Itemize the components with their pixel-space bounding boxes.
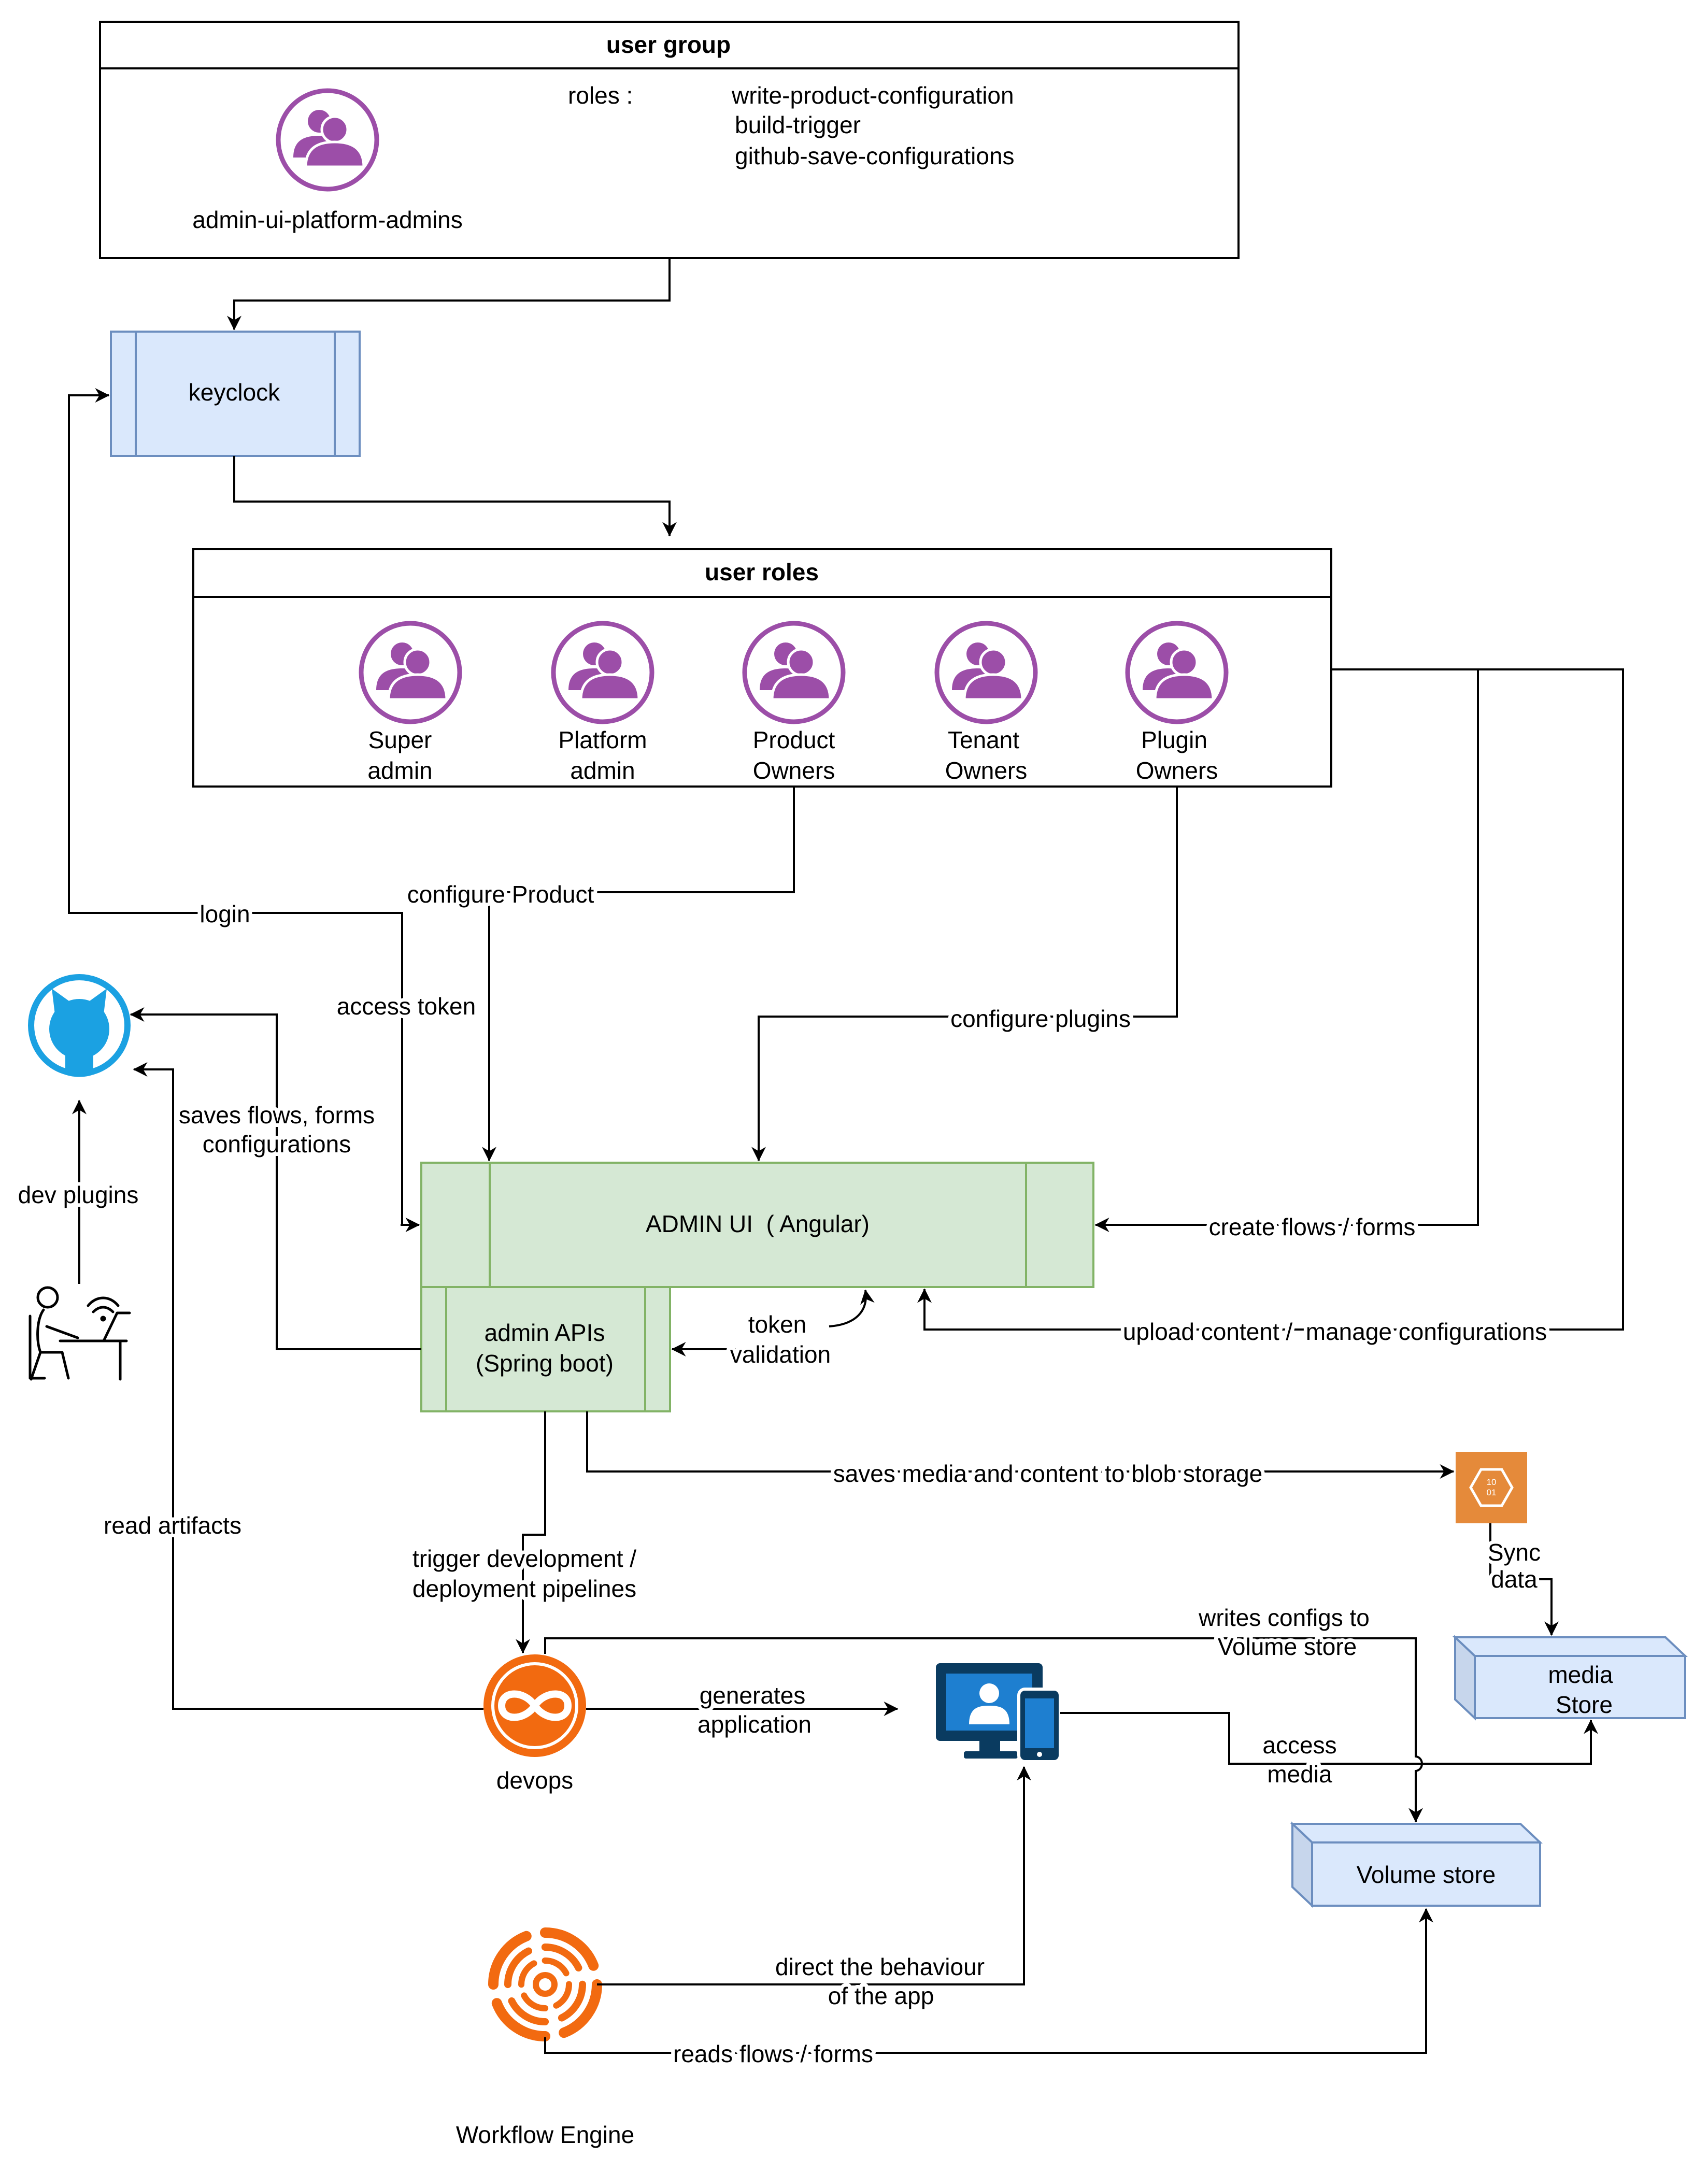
upload-content-label: upload content / manage configurations: [1123, 1318, 1547, 1345]
role-tenant-owners[interactable]: Tenant Owners: [937, 623, 1035, 784]
access-media-label-line2: media: [1267, 1761, 1332, 1788]
saves-media-label: saves media and content to blob storage: [833, 1460, 1263, 1487]
product-owners-icon: [745, 623, 843, 722]
edge-access-media: [1060, 1712, 1598, 1765]
media-store-node[interactable]: media Store: [1452, 1635, 1688, 1721]
edge-saves-flows-to-github: [130, 1007, 421, 1350]
product-owners-label-line1: Product: [753, 726, 835, 753]
super-admin-icon: [361, 623, 460, 722]
trigger-pipelines-label-line2: deployment pipelines: [412, 1575, 636, 1602]
role-super-admin[interactable]: Super admin: [361, 623, 460, 784]
role-plugin-owners[interactable]: Plugin Owners: [1128, 623, 1226, 784]
direct-behaviour-label-line2: of the app: [828, 1982, 934, 2009]
user-group-member-label: admin-ui-platform-admins: [192, 206, 463, 233]
edge-writes-configs: [544, 1637, 1423, 1823]
generates-application-label-line2: application: [698, 1711, 812, 1738]
roles-label: roles :: [568, 82, 633, 109]
platform-admin-label-line2: admin: [570, 757, 635, 784]
role-write-product-configuration: write-product-configuration: [731, 82, 1014, 109]
edge-keycloak-to-user-roles: [233, 456, 677, 537]
svg-text:10: 10: [1487, 1477, 1497, 1487]
user-group-icon: [278, 91, 377, 189]
platform-admin-icon: [553, 623, 652, 722]
workflow-engine-label: Workflow Engine: [456, 2121, 634, 2148]
trigger-pipelines-label-line1: trigger development /: [412, 1545, 636, 1572]
reads-flows-label: reads flows / forms: [673, 2040, 873, 2067]
writes-configs-label-line2: Volume store: [1218, 1633, 1357, 1660]
role-platform-admin[interactable]: Platform admin: [553, 623, 652, 784]
token-validation-label-line2: validation: [730, 1341, 831, 1368]
edge-read-artifacts: [133, 1062, 483, 1710]
edge-reads-flows-forms: [544, 1908, 1433, 2054]
create-flows-label: create flows / forms: [1209, 1213, 1416, 1240]
edge-trigger-pipelines: [516, 1411, 546, 1654]
admin-apis-node[interactable]: admin APIs (Spring boot): [420, 1286, 671, 1412]
sync-data-label-line2: data: [1491, 1566, 1538, 1593]
user-group-title: user group: [606, 31, 731, 58]
edge-upload-content: [917, 668, 1624, 1331]
platform-admin-label-line1: Platform: [558, 726, 647, 753]
admin-ui-node[interactable]: ADMIN UI ( Angular): [420, 1162, 1094, 1288]
edge-create-flows-forms: [1094, 668, 1479, 1232]
volume-store-label: Volume store: [1357, 1861, 1496, 1888]
generates-application-label-line1: generates: [700, 1682, 806, 1709]
configure-product-label: configure Product: [407, 881, 594, 908]
edge-login: [68, 388, 403, 1226]
super-admin-label-line1: Super: [368, 726, 432, 753]
edge-token-validation-up: [829, 1289, 875, 1327]
blob-storage-icon: 10 01: [1456, 1452, 1527, 1523]
admin-apis-label-line1: admin APIs: [485, 1319, 605, 1346]
edge-configure-plugins: [751, 787, 1178, 1162]
media-store-label-line2: Store: [1556, 1691, 1613, 1718]
svg-text:01: 01: [1487, 1488, 1497, 1497]
tenant-owners-label-line2: Owners: [945, 757, 1027, 784]
plugin-owners-icon: [1128, 623, 1226, 722]
user-group-container: user group admin-ui-platform-admins role…: [99, 21, 1240, 259]
plugin-owners-label-line1: Plugin: [1141, 726, 1207, 753]
tenant-owners-label-line1: Tenant: [948, 726, 1019, 753]
devops-label: devops: [496, 1767, 573, 1794]
read-artifacts-label: read artifacts: [104, 1512, 241, 1539]
edge-configure-product: [482, 787, 795, 1162]
edge-sync-data: [1489, 1523, 1559, 1636]
connectors: [68, 258, 1624, 2054]
devops-node[interactable]: devops: [483, 1654, 586, 1794]
keycloak-label: keyclock: [189, 379, 280, 406]
workflow-engine-icon: [488, 1927, 602, 2041]
edge-user-group-to-keycloak: [227, 258, 671, 331]
access-media-label-line1: access: [1262, 1732, 1336, 1759]
admin-ui-label: ADMIN UI ( Angular): [646, 1210, 870, 1237]
super-admin-label-line2: admin: [367, 757, 432, 784]
product-owners-label-line2: Owners: [753, 757, 835, 784]
role-build-trigger: build-trigger: [735, 111, 861, 138]
role-github-save-configurations: github-save-configurations: [735, 142, 1015, 169]
developer-at-desk-icon: [29, 1286, 131, 1381]
media-store-label-line1: media: [1548, 1661, 1613, 1688]
direct-behaviour-label-line1: direct the behaviour: [775, 1953, 985, 1980]
configure-plugins-label: configure plugins: [950, 1005, 1131, 1032]
edge-saves-media-to-blob: [586, 1411, 1455, 1479]
login-label: login: [200, 901, 250, 927]
role-product-owners[interactable]: Product Owners: [745, 623, 843, 784]
saves-flows-label-line2: configurations: [203, 1131, 351, 1158]
volume-store-node[interactable]: Volume store: [1289, 1821, 1708, 1908]
plugin-owners-label-line2: Owners: [1136, 757, 1218, 784]
writes-configs-label-line1: writes configs to: [1198, 1604, 1370, 1631]
tenant-owners-icon: [937, 623, 1035, 722]
edge-labels: login access token configure Product con…: [15, 877, 1551, 2071]
user-roles-container: user roles Super admin Platform admin Pr…: [192, 548, 1332, 788]
edge-direct-behaviour: [597, 1766, 1031, 1985]
dev-plugins-label: dev plugins: [18, 1181, 139, 1208]
sync-data-label-line1: Sync: [1488, 1539, 1541, 1566]
desktop-and-mobile-app-icon[interactable]: [936, 1663, 1062, 1763]
access-token-label: access token: [337, 993, 476, 1020]
admin-apis-label-line2: (Spring boot): [476, 1350, 614, 1377]
keycloak-node[interactable]: keyclock: [110, 331, 361, 457]
saves-flows-label-line1: saves flows, forms: [179, 1102, 375, 1128]
token-validation-label-line1: token: [748, 1311, 807, 1338]
user-roles-title: user roles: [705, 559, 819, 585]
github-icon[interactable]: [28, 974, 131, 1077]
